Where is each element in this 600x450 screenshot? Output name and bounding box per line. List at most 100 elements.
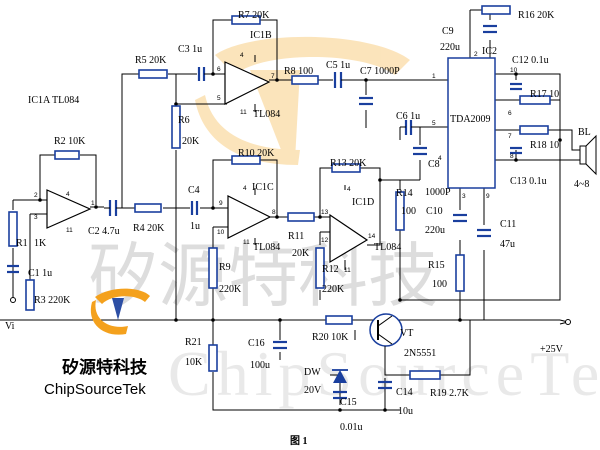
- label-r1-val: 1K: [34, 238, 47, 249]
- pin-label: 6: [508, 110, 512, 117]
- label-ic1d-part: TL084: [374, 242, 401, 253]
- capacitor-c5: [333, 72, 350, 88]
- label-c16-val: 100u: [250, 360, 270, 371]
- capacitor-c1: [7, 264, 19, 274]
- pin-label: 10: [510, 67, 518, 74]
- ic2-tda2009-body: [447, 57, 496, 189]
- label-bl-val: 4~8: [574, 179, 589, 190]
- label-r15: R15: [428, 260, 445, 271]
- input-terminal: [10, 297, 16, 303]
- zener-dw: [332, 369, 348, 383]
- bg-watermark-en: ChipSourceTek: [168, 338, 600, 409]
- resistor-r9: [208, 247, 218, 289]
- label-ic1c-part: TL084: [253, 242, 280, 253]
- label-r20: R20 10K: [312, 332, 349, 343]
- label-c4-val: 1u: [190, 221, 200, 232]
- label-c14-val: 10u: [398, 406, 413, 417]
- label-ic1a: IC1A TL084: [28, 95, 79, 106]
- label-c12: C12 0.1u: [512, 55, 549, 66]
- pin-label: 9: [219, 200, 223, 207]
- resistor-r20: [325, 315, 353, 325]
- pin-label: 4: [240, 52, 244, 59]
- resistor-r8: [291, 75, 319, 85]
- label-c9: C9: [442, 26, 454, 37]
- label-r6: R6: [178, 115, 190, 126]
- capacitor-c13: [510, 146, 522, 155]
- resistor-r7: [231, 15, 261, 25]
- resistor-r2: [54, 150, 80, 160]
- pin-label: 6: [217, 66, 221, 73]
- label-c16: C16: [248, 338, 265, 349]
- capacitor-c11: [477, 228, 491, 238]
- label-r12-val: 220K: [322, 284, 345, 295]
- label-r15-val: 100: [432, 279, 447, 290]
- resistor-r19: [409, 370, 441, 380]
- capacitor-c4: [190, 201, 199, 215]
- label-r6-val: 20K: [182, 136, 200, 147]
- logo-stem: [112, 298, 124, 320]
- label-r8: R8 100: [284, 66, 313, 77]
- label-c7: C7 1000P: [360, 66, 400, 77]
- resistor-r3: [25, 279, 35, 311]
- capacitor-c15: [333, 390, 347, 400]
- resistor-r5: [138, 69, 168, 79]
- junction-dots: [38, 72, 562, 412]
- label-ic1c: IC1C: [252, 182, 274, 193]
- label-r13: R13 20K: [330, 158, 367, 169]
- pin-label: 3: [462, 193, 466, 200]
- pin-label: 11: [243, 239, 250, 246]
- label-bl: BL: [578, 127, 591, 138]
- pin-label: 4: [347, 186, 351, 193]
- pin-label: 3: [34, 214, 38, 221]
- label-c3: C3 1u: [178, 44, 202, 55]
- label-r12: R12: [322, 264, 339, 275]
- resistor-r10: [231, 155, 261, 165]
- label-r1: R1: [16, 238, 28, 249]
- pin-label: 11: [66, 227, 73, 234]
- resistor-r14: [395, 191, 405, 231]
- label-dw-val: 20V: [304, 385, 322, 396]
- watermark-stem: [250, 70, 300, 160]
- resistor-r16: [481, 5, 511, 15]
- resistor-r1: [8, 211, 18, 247]
- label-ic1b: IC1B: [250, 30, 272, 41]
- resistor-r4: [134, 203, 162, 213]
- label-r16: R16 20K: [518, 10, 555, 21]
- resistor-r11: [287, 212, 315, 222]
- label-vt: VT: [400, 328, 413, 339]
- logo-text-cn: 矽源特科技: [62, 357, 148, 378]
- label-ic2: IC2: [482, 46, 497, 57]
- capacitor-c8: [413, 146, 427, 156]
- label-r9-val: 220K: [219, 284, 242, 295]
- label-r17: R17 10: [530, 89, 559, 100]
- pin-label: 9: [486, 193, 490, 200]
- label-r11-val: 20K: [292, 248, 310, 259]
- pin-label: 5: [217, 95, 221, 102]
- label-vt-val: 2N5551: [404, 348, 436, 359]
- pin-label: 1: [91, 200, 95, 207]
- label-r14-val: 100: [401, 206, 416, 217]
- label-c10: C10: [426, 206, 443, 217]
- resistors: [8, 5, 551, 380]
- pin-label: 5: [432, 120, 436, 127]
- labels: IC1A TL084 R2 10K R1 1K C1 1u R3 220K Vi…: [5, 10, 591, 447]
- background-watermark: 矽源特科技 ChipSourceTek: [88, 36, 600, 409]
- label-c5: C5 1u: [326, 60, 350, 71]
- figure-caption: 图 1: [290, 435, 308, 447]
- opamp-ic1c: [227, 195, 272, 239]
- pin-label: 7: [508, 133, 512, 140]
- label-c1: C1 1u: [28, 268, 52, 279]
- label-c14: C14: [396, 387, 413, 398]
- resistor-r21: [208, 344, 218, 372]
- capacitor-c2: [104, 200, 122, 216]
- opamps: [46, 61, 369, 264]
- pin-label: 10: [217, 229, 225, 236]
- capacitors: [7, 24, 522, 400]
- opamp-ic1d: [329, 213, 369, 264]
- label-r14: R14: [396, 188, 413, 199]
- label-c10-val: 220u: [425, 225, 445, 236]
- capacitor-c16: [273, 340, 287, 350]
- pin-label: 7: [271, 73, 275, 80]
- resistor-r15: [455, 254, 465, 292]
